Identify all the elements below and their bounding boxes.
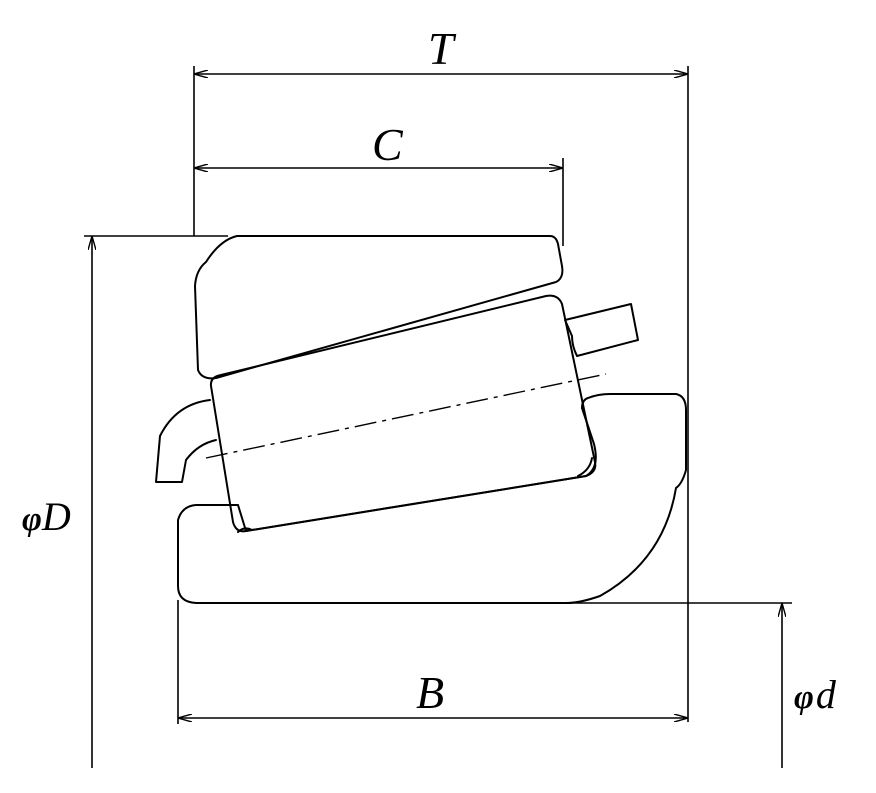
tapered-roller bbox=[209, 294, 597, 533]
label-C: C bbox=[372, 119, 404, 170]
label-d-phi: φ bbox=[794, 679, 814, 716]
roller-centerline bbox=[205, 373, 607, 459]
label-D-letter: D bbox=[41, 494, 71, 539]
label-D-phi: φ bbox=[22, 501, 42, 538]
label-B: B bbox=[416, 667, 444, 718]
cage-right bbox=[564, 303, 639, 357]
cage-left bbox=[155, 399, 217, 483]
extension-lines bbox=[84, 66, 792, 724]
roller-end-detail bbox=[577, 457, 593, 477]
label-d-letter: d bbox=[816, 672, 837, 717]
label-D: φD bbox=[22, 494, 71, 539]
outer-ring-cup bbox=[194, 235, 564, 380]
inner-ring-cone bbox=[177, 393, 687, 604]
label-T: T bbox=[428, 23, 457, 74]
dimension-lines bbox=[92, 74, 782, 768]
label-d: φd bbox=[794, 672, 837, 717]
